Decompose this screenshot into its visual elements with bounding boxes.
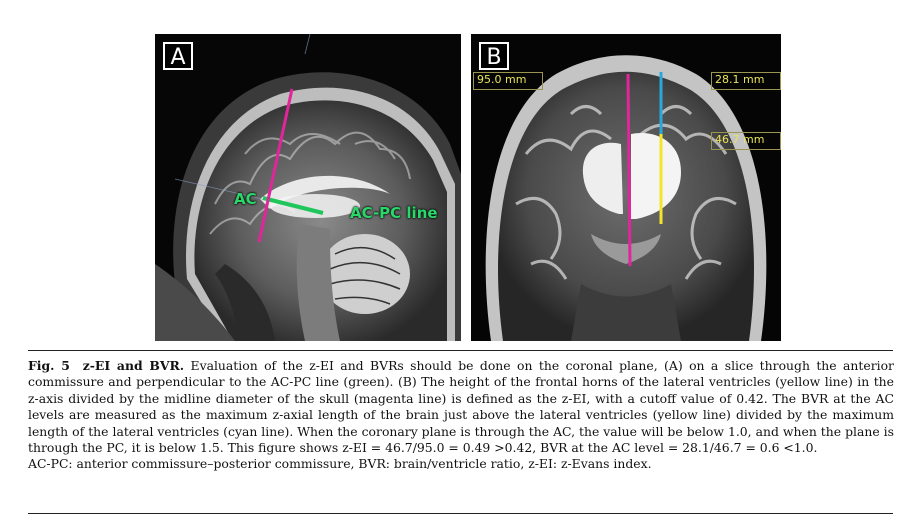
- figure-title: z-EI and BVR.: [82, 358, 185, 373]
- measurement-box-right-bottom: [711, 132, 781, 150]
- panel-a-label: A: [163, 42, 193, 70]
- panel-a-sagittal-mri: A AC AC-PC line: [155, 34, 461, 341]
- measurement-cyan-label: 28.1 mm: [715, 73, 765, 86]
- panel-b-label: B: [479, 42, 509, 70]
- magenta-skull-diameter-line: [626, 73, 632, 267]
- measurement-yellow-label: 46.7 mm: [715, 133, 765, 146]
- caption-abbreviations: AC-PC: anterior commissure–posterior com…: [28, 456, 652, 472]
- caption-bottom-rule: [28, 513, 893, 514]
- magenta-perpendicular-line: [257, 88, 294, 243]
- coronal-mri-image: [471, 34, 781, 341]
- figure-caption: Fig. 5 z-EI and BVR. Evaluation of the z…: [28, 358, 894, 473]
- measurement-magenta-label: 95.0 mm: [477, 73, 527, 86]
- caption-body: Evaluation of the z-EI and BVRs should b…: [28, 358, 894, 456]
- panel-b-coronal-mri: B 95.0 mm 28.1 mm 46.7 mm: [471, 34, 781, 341]
- measurement-box-left: [473, 72, 543, 90]
- ac-pc-line: [262, 196, 324, 215]
- ac-pc-line-annotation: AC-PC line: [350, 204, 438, 222]
- measurement-box-right-top: [711, 72, 781, 90]
- caption-top-rule: [28, 350, 893, 351]
- ac-annotation: AC: [234, 190, 257, 208]
- sagittal-mri-image: [155, 34, 461, 341]
- figure-number: Fig. 5: [28, 358, 70, 373]
